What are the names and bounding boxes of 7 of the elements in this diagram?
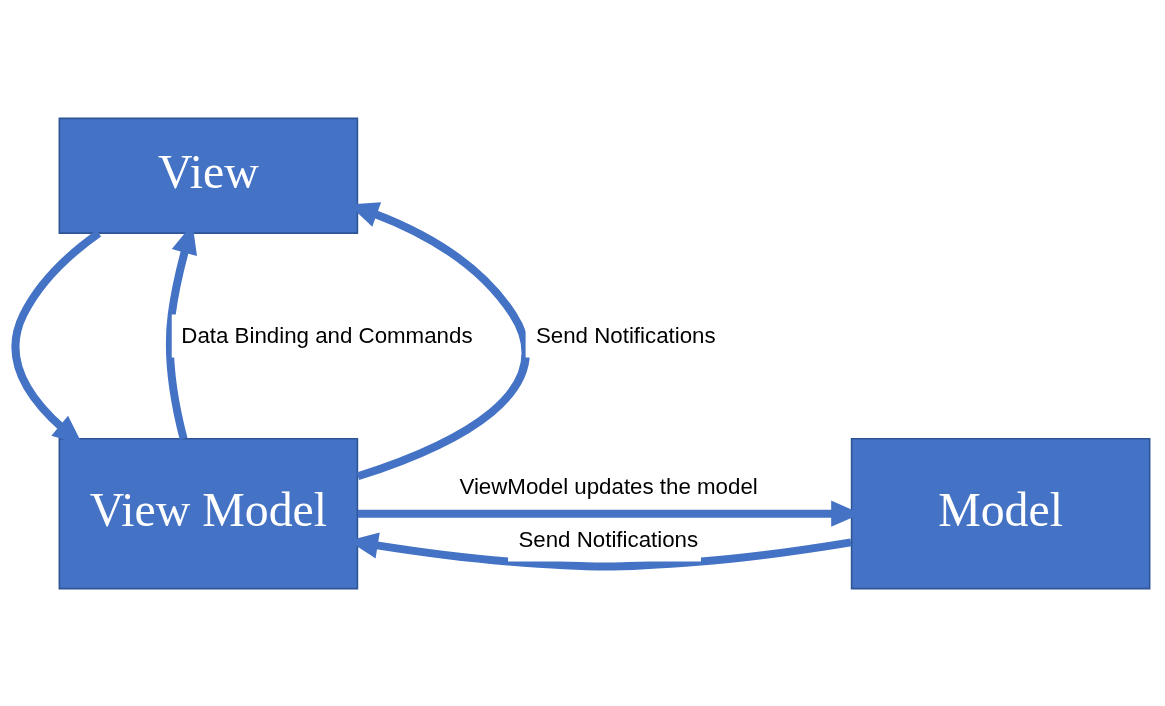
edge-label: Send Notifications: [518, 526, 699, 552]
edge-label: Data Binding and Commands: [181, 322, 473, 348]
node-box: View Model: [58, 437, 359, 589]
edge-label: ViewModel updates the model: [459, 473, 758, 499]
node-box: Model: [850, 437, 1151, 589]
edge-label: Send Notifications: [535, 322, 716, 348]
node-box: View: [58, 117, 359, 234]
